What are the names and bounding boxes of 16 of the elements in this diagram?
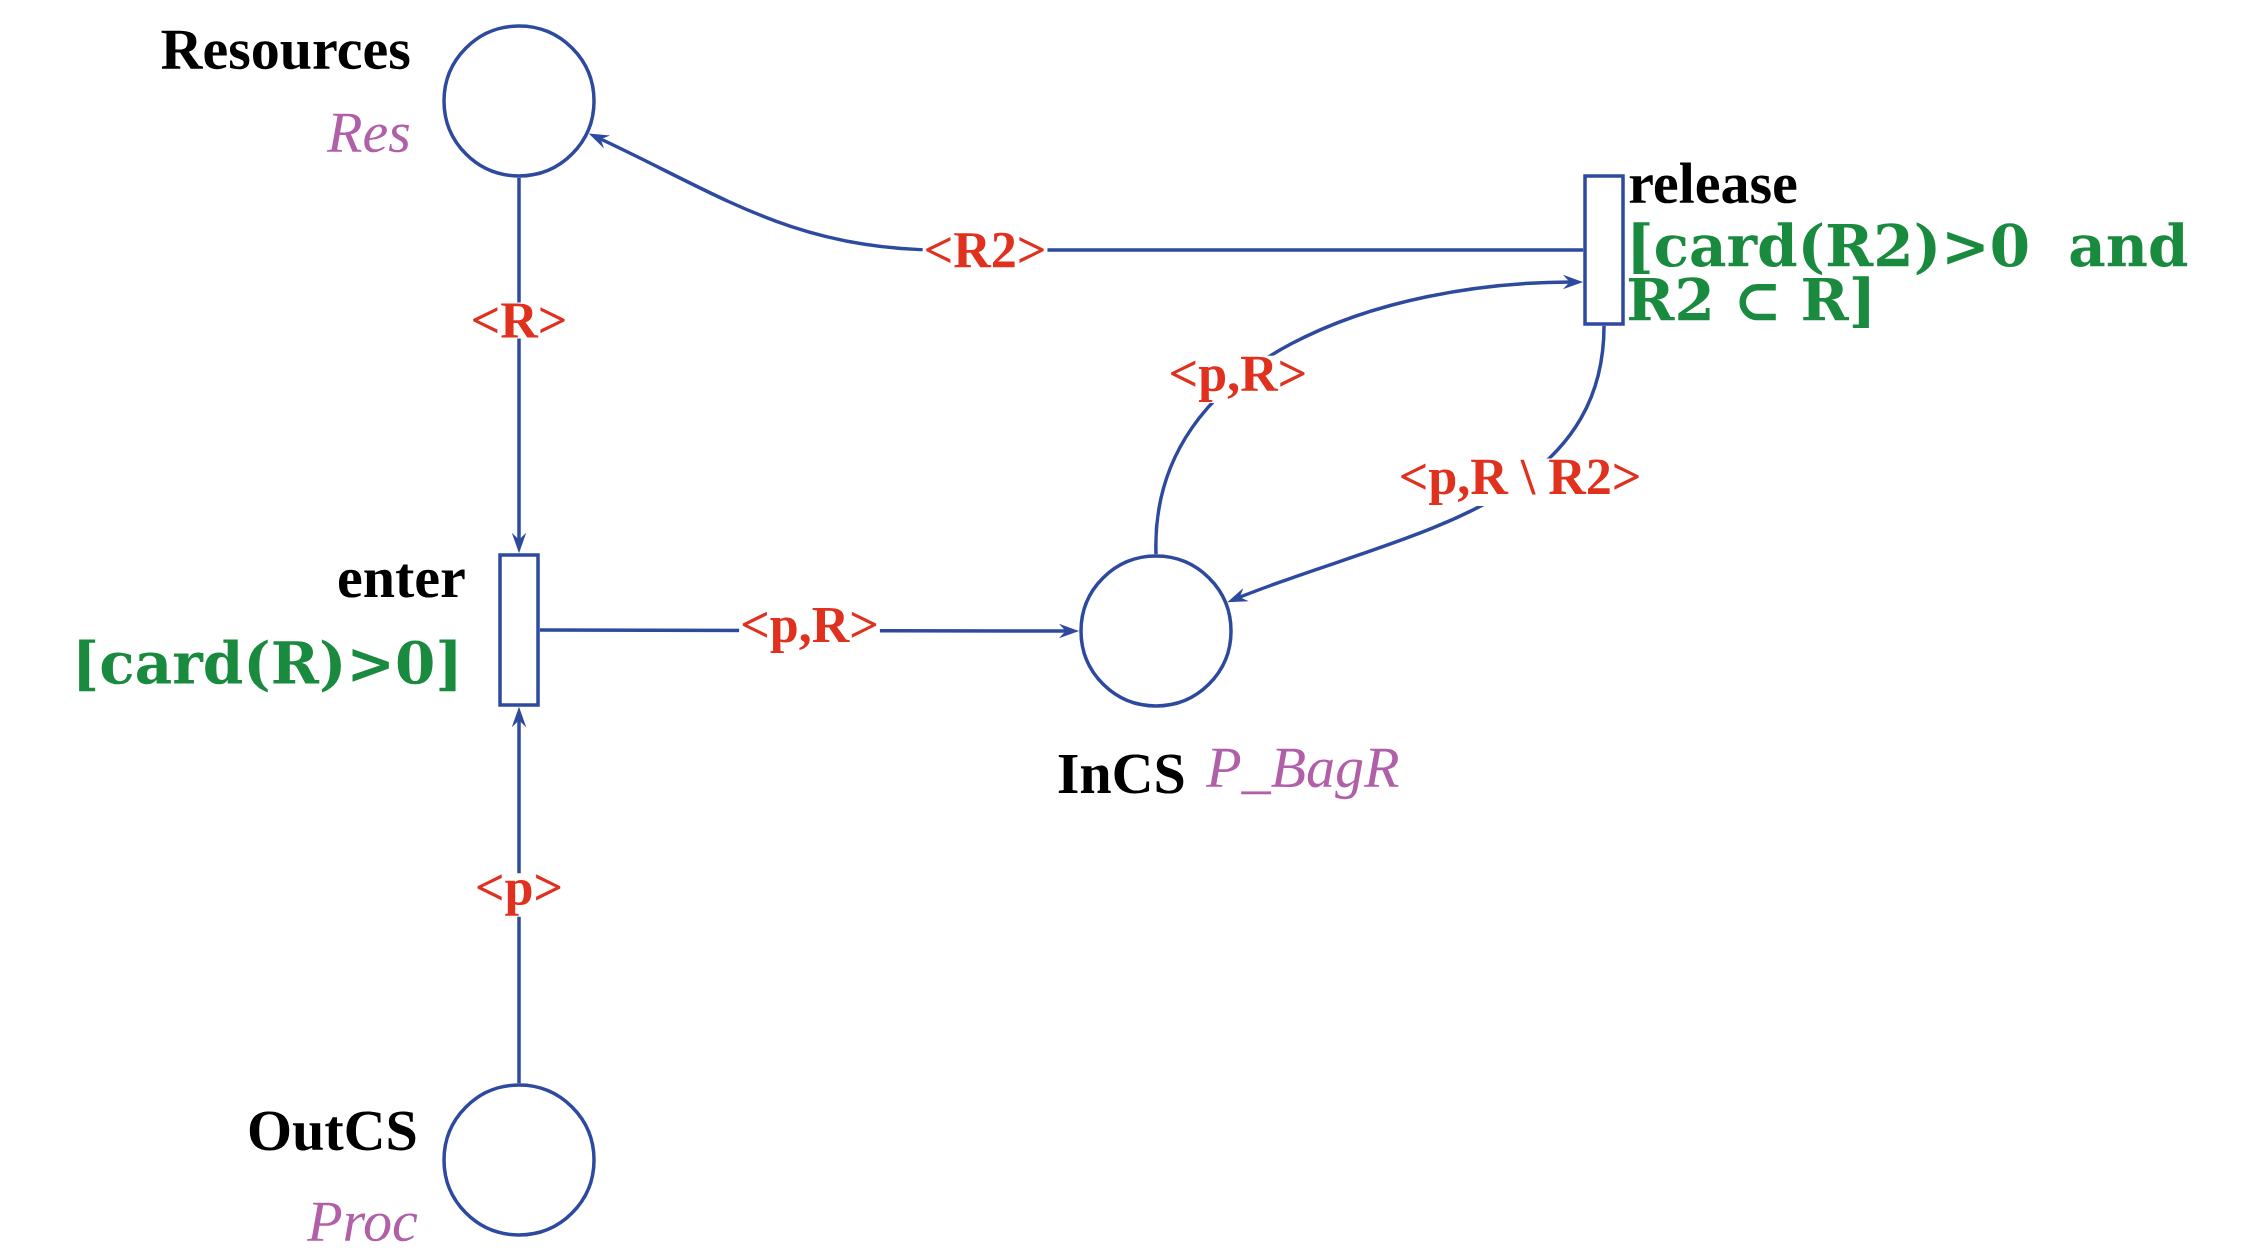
node-label: release: [1629, 162, 1797, 204]
edge-label: <R>: [469, 302, 569, 339]
guard-label: [card(R)>0]: [79, 639, 456, 693]
edge-label: <p>: [473, 873, 565, 917]
node-label: InCS: [1058, 754, 1184, 794]
node-label: enter: [339, 564, 465, 598]
edge-label: <p,R>: [1167, 355, 1309, 403]
edge-label: <R2>: [922, 231, 1048, 269]
type-label: P_BagR: [1205, 748, 1399, 800]
guard-label: [card(R2)>0 and R2 ⊂ R]: [1628, 222, 2188, 328]
node-label: Resources: [161, 30, 410, 70]
type-label: Proc: [306, 1202, 418, 1242]
type-label: Res: [326, 113, 410, 153]
node-label: OutCS: [249, 1111, 416, 1151]
edge-label: <p,R>: [739, 606, 880, 655]
edge-label: <p,R \ R2>: [1397, 458, 1643, 506]
